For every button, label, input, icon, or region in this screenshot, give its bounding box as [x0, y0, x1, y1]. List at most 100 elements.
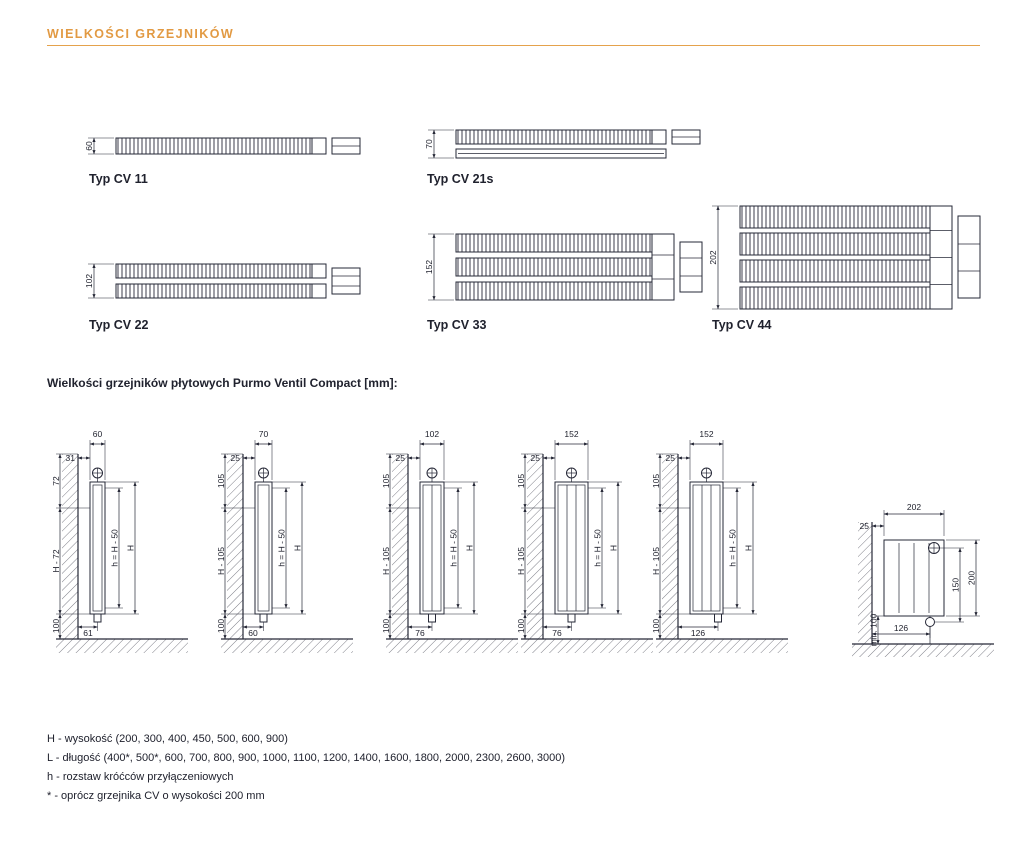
radiator-panel [254, 481, 273, 623]
cross-section-cv11: 60 [72, 130, 372, 169]
type-label-cv33: Typ CV 33 [427, 318, 487, 332]
svg-text:152: 152 [699, 429, 713, 439]
bottom-connection [259, 613, 268, 623]
radiator-panel [554, 481, 589, 623]
svg-text:h = H - 50: h = H - 50 [728, 529, 738, 567]
svg-text:min. 100: min. 100 [869, 613, 879, 646]
svg-text:126: 126 [894, 623, 908, 633]
dim-pipe-spacing: h = H - 50 [588, 487, 606, 609]
svg-text:200: 200 [967, 571, 977, 585]
svg-text:100: 100 [651, 619, 661, 633]
radiator-body-cv33 [455, 233, 703, 301]
floor-hatch [521, 638, 653, 653]
svg-text:150: 150 [951, 578, 961, 592]
dim-depth-cv21s: 70 [424, 129, 454, 159]
dim-pipe-spacing: h = H - 50 [444, 487, 462, 609]
dim-total-height: 200 [946, 539, 980, 617]
wall-hatch [62, 454, 79, 639]
dim-pipe-spacing: h = H - 50 [272, 487, 290, 609]
cross-section-cv21s: 70 [412, 124, 712, 171]
corner-mounting-diagram: 202 25 150 200 min. 100 [838, 500, 1003, 675]
dim-bottom-offset: 126 [871, 623, 931, 638]
dim-depth: 70 [254, 429, 273, 480]
dim-min-clearance: min. 100 [869, 613, 884, 646]
dim-left-chain: 72 H - 72 100 [51, 453, 90, 640]
svg-text:H - 105: H - 105 [516, 547, 526, 575]
svg-text:25: 25 [860, 521, 870, 531]
valve-icon [701, 467, 712, 482]
dim-left-chain: 105 H - 105 100 [216, 453, 255, 640]
dim-depth: 202 [883, 502, 945, 536]
dim-depth: 152 [554, 429, 589, 480]
svg-text:105: 105 [516, 474, 526, 488]
dim-bottom-offset: 61 [77, 622, 98, 638]
dim-left-chain: 105 H - 105 100 [516, 453, 555, 640]
svg-text:h = H - 50: h = H - 50 [110, 529, 120, 567]
svg-text:105: 105 [216, 474, 226, 488]
svg-text:h = H - 50: h = H - 50 [449, 529, 459, 567]
svg-text:102: 102 [425, 429, 439, 439]
svg-text:H - 105: H - 105 [216, 547, 226, 575]
valve-icon [928, 542, 940, 554]
dim-pipe-spacing: h = H - 50 [105, 487, 123, 609]
footnote-asterisk: * - oprócz grzejnika CV o wysokości 200 … [47, 790, 265, 802]
svg-text:152: 152 [564, 429, 578, 439]
dim-depth-cv44: 202 [708, 205, 738, 310]
install-diagram-3: 102 25 105 H - 105 100 h = H [380, 424, 530, 684]
install-diagram-5: 152 25 105 H - 105 100 h = H [650, 424, 800, 684]
dim-depth-label: 202 [708, 250, 718, 264]
svg-text:25: 25 [531, 453, 541, 463]
svg-text:h = H - 50: h = H - 50 [277, 529, 287, 567]
svg-text:72: 72 [51, 476, 61, 486]
dim-depth-label: 60 [84, 141, 94, 151]
svg-text:100: 100 [516, 619, 526, 633]
bottom-connection [714, 613, 722, 623]
footnote-pipe-spacing: h - rozstaw króćców przyłączeniowych [47, 771, 234, 783]
radiator-body-cv44 [739, 205, 981, 310]
radiator-panel [89, 481, 106, 623]
bottom-connection [93, 613, 102, 623]
dim-wall-gap: 25 [666, 453, 691, 463]
floor-hatch [221, 638, 353, 653]
svg-text:h = H - 50: h = H - 50 [593, 529, 603, 567]
svg-text:105: 105 [381, 474, 391, 488]
floor-hatch [656, 638, 788, 653]
svg-text:H: H [744, 545, 754, 551]
wall-hatch [392, 454, 409, 639]
valve-icon [566, 467, 577, 482]
type-label-cv21s: Typ CV 21s [427, 172, 494, 186]
dim-left-chain: 105 H - 105 100 [651, 453, 690, 640]
title-rule [47, 45, 980, 46]
svg-text:H: H [609, 545, 619, 551]
dim-depth: 60 [89, 429, 106, 480]
svg-text:H: H [293, 545, 303, 551]
svg-text:202: 202 [907, 502, 921, 512]
footnotes: H - wysokość (200, 300, 400, 450, 500, 6… [47, 730, 565, 806]
floor-hatch [852, 643, 994, 657]
bottom-connection [567, 613, 576, 623]
dim-pipe-spacing: 150 [935, 547, 964, 623]
radiator-panel [883, 539, 945, 617]
svg-text:126: 126 [691, 628, 705, 638]
dim-wall-gap: 31 [66, 453, 91, 463]
dim-depth-cv22: 102 [84, 263, 114, 299]
bottom-connection [428, 613, 436, 623]
radiator-panel [689, 481, 724, 623]
svg-text:H: H [126, 545, 136, 551]
svg-text:25: 25 [231, 453, 241, 463]
radiator-body-cv22 [115, 263, 361, 299]
dim-pipe-spacing: h = H - 50 [723, 487, 741, 609]
svg-text:H - 105: H - 105 [651, 547, 661, 575]
install-diagram-4: 152 25 105 H - 105 100 h = H [515, 424, 665, 684]
radiator-panel [419, 481, 445, 623]
dim-depth-label: 70 [424, 139, 434, 149]
dim-wall-gap: 25 [860, 521, 885, 531]
svg-text:70: 70 [259, 429, 269, 439]
svg-text:76: 76 [415, 628, 425, 638]
install-diagram-2: 70 25 105 H - 105 100 h = H [215, 424, 365, 684]
svg-text:H - 72: H - 72 [51, 549, 61, 572]
dim-wall-gap: 25 [531, 453, 556, 463]
type-label-cv44: Typ CV 44 [712, 318, 772, 332]
footnote-height: H - wysokość (200, 300, 400, 450, 500, 6… [47, 733, 288, 745]
